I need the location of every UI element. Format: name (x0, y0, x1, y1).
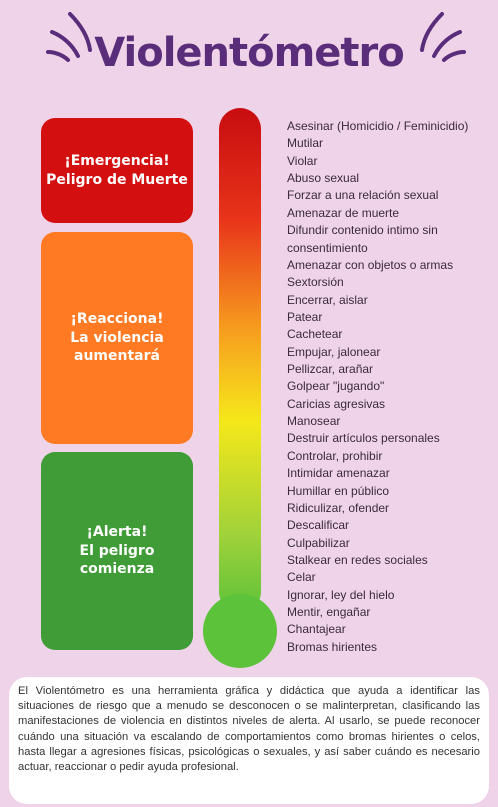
level-item: Caricias agresivas (287, 396, 386, 411)
zone-react: ¡Reacciona! La violencia aumentará (41, 232, 193, 444)
thermometer-icon (203, 108, 277, 668)
zone-alert-line3: comienza (79, 561, 155, 578)
level-item: Cachetear (287, 327, 343, 342)
level-item: Ignorar, ley del hielo (287, 587, 395, 602)
zone-emergency: ¡Emergencia! Peligro de Muerte (41, 118, 193, 223)
level-item: Intimidar amenazar (287, 466, 390, 481)
thermometer-bulb (203, 594, 277, 668)
zone-alert-line2: El peligro (79, 542, 155, 559)
level-item: Abuso sexual (287, 171, 360, 186)
zone-emergency-line1: ¡Emergencia! (64, 152, 170, 169)
zone-alert: ¡Alerta! El peligro comienza (41, 452, 193, 650)
level-item: Mutilar (287, 136, 324, 151)
zone-react-line2: La violencia (70, 329, 164, 346)
level-item: Celar (287, 570, 316, 585)
description-panel: El Violentómetro es una herramienta gráf… (9, 677, 489, 804)
level-item: Mentir, engañar (287, 605, 371, 620)
level-item: Manosear (287, 414, 341, 429)
sparkle-left-icon (46, 12, 92, 62)
level-item: Stalkear en redes sociales (287, 552, 428, 567)
level-item: Pellizcar, arañar (287, 362, 374, 377)
level-item: Difundir contenido intimo sin (287, 223, 438, 238)
zone-react-line3: aumentará (74, 348, 160, 365)
level-item: Destruir artículos personales (287, 431, 440, 446)
zone-react-line1: ¡Reacciona! (70, 310, 164, 327)
level-item: Golpear "jugando" (287, 379, 385, 394)
violence-levels-list: Asesinar (Homicidio / Feminicidio) Mutila… (287, 118, 468, 656)
level-item: Amenazar con objetos o armas (287, 257, 454, 272)
level-item: Asesinar (Homicidio / Feminicidio) (287, 119, 469, 133)
level-item: Empujar, jalonear (287, 344, 381, 359)
zone-alert-line1: ¡Alerta! (86, 523, 148, 540)
level-item: Chantajear (287, 622, 346, 637)
level-item: Descalificar (287, 518, 350, 533)
thermometer-tube (219, 108, 261, 613)
level-item: Controlar, prohibir (287, 448, 383, 463)
zone-emergency-line2: Peligro de Muerte (46, 171, 188, 188)
page-title: Violentómetro (94, 30, 405, 76)
level-item: Forzar a una relación sexual (287, 188, 439, 203)
level-item: Humillar en público (287, 483, 390, 498)
level-item: Bromas hirientes (287, 639, 378, 654)
sparkle-right-icon (420, 12, 466, 62)
level-item: Patear (287, 309, 323, 324)
level-item: Violar (287, 153, 318, 168)
level-item: Culpabilizar (287, 535, 350, 550)
level-item: Sextorsión (287, 275, 344, 290)
level-item: Amenazar de muerte (287, 205, 400, 220)
level-item: consentimiento (287, 240, 368, 255)
level-item: Ridiculizar, ofender (287, 500, 390, 515)
level-item: Encerrar, aislar (287, 292, 368, 307)
